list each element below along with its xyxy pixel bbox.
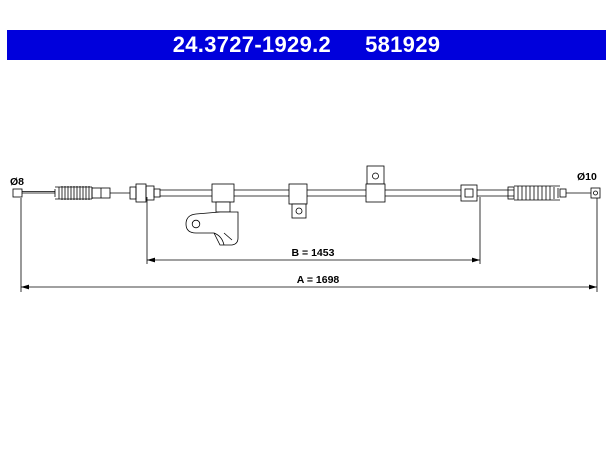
mounting-bracket-2 <box>288 183 308 219</box>
title-bar: 24.3727-1929.2 581929 <box>7 30 606 60</box>
sheath-marker-inner <box>464 188 474 198</box>
arrow-b-left <box>147 257 155 263</box>
reference-number: 581929 <box>365 32 441 57</box>
part-number: 24.3727-1929.2 <box>172 32 332 57</box>
right-end-hole <box>593 190 598 196</box>
arrow-a-right <box>589 284 597 290</box>
mounting-bracket-3 <box>365 165 386 203</box>
left-spring <box>54 186 93 200</box>
arrow-a-left <box>21 284 29 290</box>
left-sheath-fitting <box>129 183 161 203</box>
mounting-bracket-1 <box>185 183 239 246</box>
dimension-a-label: A = 1698 <box>297 274 340 286</box>
left-diameter-label: Ø8 <box>10 176 24 188</box>
arrow-b-right <box>472 257 480 263</box>
right-end-nipple <box>590 187 601 199</box>
right-diameter-label: Ø10 <box>577 171 597 183</box>
sheath-marker <box>460 184 478 202</box>
left-end-nipple <box>12 188 23 198</box>
right-spring <box>507 185 567 201</box>
dimension-b-label: B = 1453 <box>292 247 335 259</box>
